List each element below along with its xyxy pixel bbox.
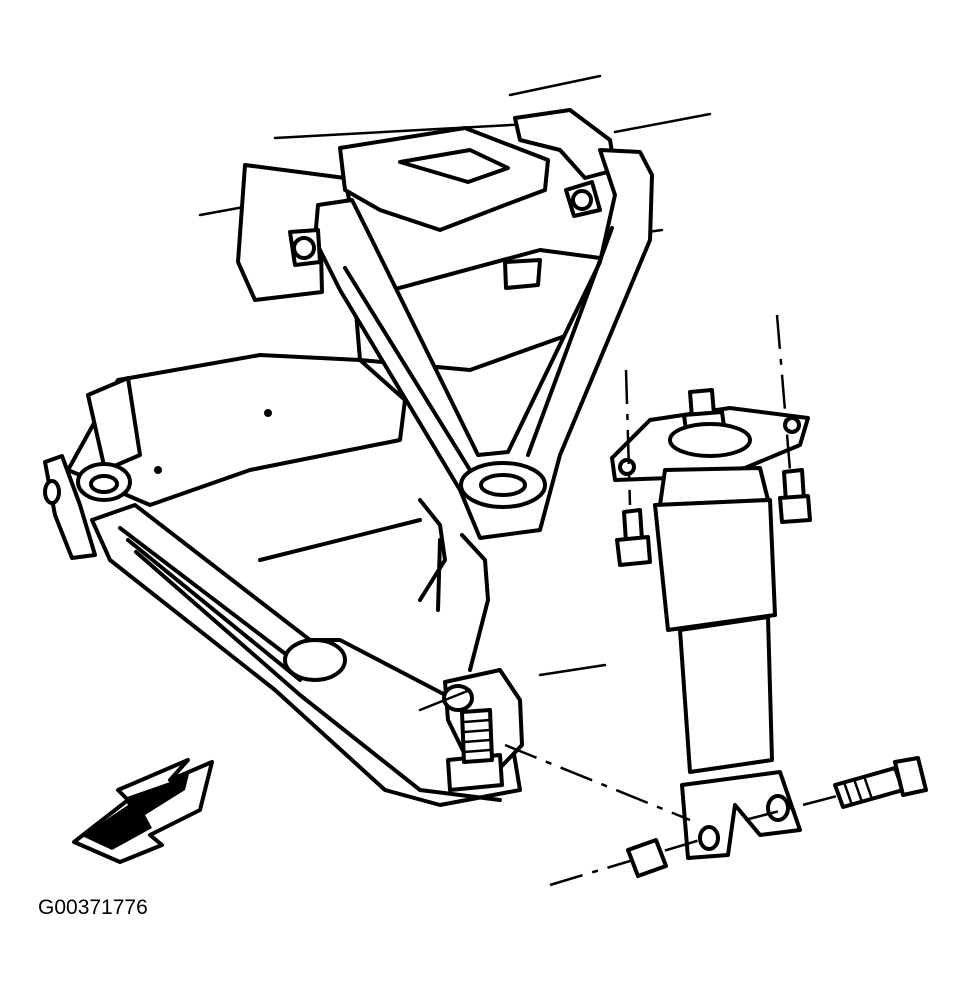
shock-absorber <box>418 388 810 860</box>
upper-mount-bolt-right <box>775 314 812 524</box>
upper-control-arm <box>288 148 654 672</box>
direction-arrow <box>72 758 214 864</box>
upper-mount-bolt-left <box>615 369 652 567</box>
figure-id-label: G00371776 <box>38 896 148 919</box>
lower-mount-bolt <box>744 756 928 822</box>
lower-control-arm <box>90 503 524 807</box>
mount-alignment-line <box>504 743 691 822</box>
lower-mount-nut <box>549 838 701 887</box>
